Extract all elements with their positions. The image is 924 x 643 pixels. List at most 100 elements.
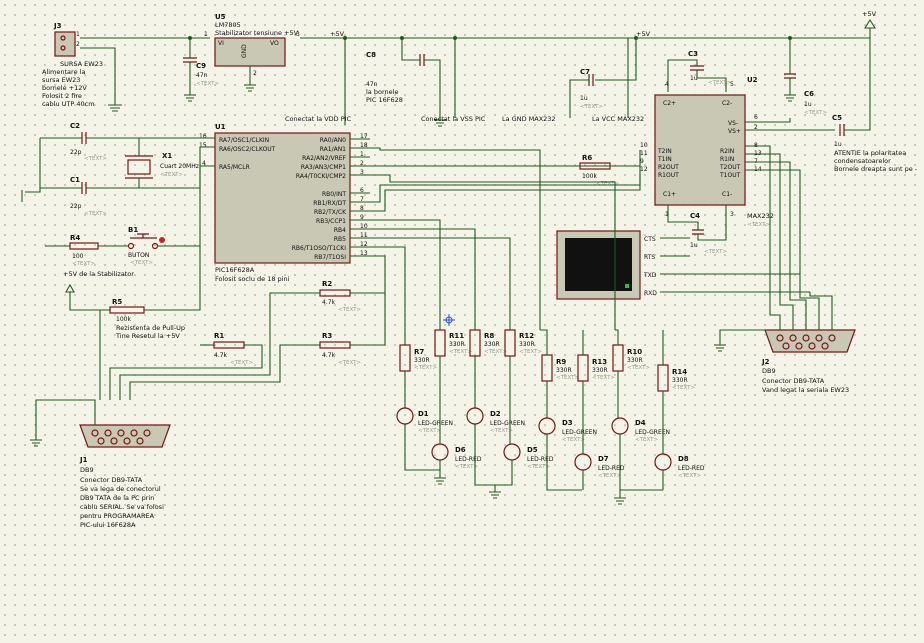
- j1-desc-5: PIC-ului 16F628A: [80, 521, 136, 529]
- u1-rnum-0: 17: [360, 133, 368, 140]
- r10-val: 330R: [627, 357, 643, 364]
- u1-rnum-12: 13: [360, 250, 368, 257]
- u1-part: PIC16F628A: [215, 266, 255, 274]
- c3-val: 1u: [690, 75, 698, 82]
- r6-text: <TEXT>: [596, 181, 619, 187]
- c5-note-1: condensatoarelor: [834, 157, 891, 165]
- u1-right-pins: RA0/AN0 RA1/AN1 RA2/AN2/VREF RA3/AN3/CMP…: [292, 133, 368, 261]
- r9-text: <TEXT>: [556, 375, 579, 381]
- crosshair-icon: [443, 314, 455, 326]
- r13-val: 330R: [592, 367, 608, 374]
- u2-max232[interactable]: U2 MAX232 <TEXT> C2+ C2- 4 5 C1+ C1- 1 3…: [640, 76, 835, 228]
- c2-val: 22p: [70, 149, 82, 156]
- u5-vi: VI: [218, 40, 224, 47]
- r3-text: <TEXT>: [338, 360, 361, 366]
- u1-rnum-9: 10: [360, 223, 368, 230]
- reset-circuit[interactable]: R4 100 <TEXT> B1 BUTON <TEXT> +5V de la …: [45, 165, 215, 340]
- u5-regulator[interactable]: U5 LM7805 Stabilizator tensiune +5V VI V…: [204, 13, 300, 92]
- u2-top-pin-label-0: C2+: [663, 100, 676, 107]
- u2-rpin-0: R2IN: [720, 148, 734, 155]
- u1-rnum-8: 9: [360, 214, 364, 221]
- led-bank[interactable]: R7 330R <TEXT> D1 LED-GREEN <TEXT> R11 3…: [396, 314, 705, 505]
- vcc-arrow-left-icon: [65, 283, 75, 293]
- virtual-terminal[interactable]: CTS RTS TXD RXD: [556, 230, 810, 300]
- u1-rpin-4: RA4/T0CKI/CMP2: [296, 173, 346, 180]
- r10-ref: R10: [627, 348, 642, 356]
- u1-lpin-1: RA6/OSC2/CLKOUT: [219, 146, 276, 153]
- b1-ref: B1: [128, 226, 138, 234]
- c5-note-2: Bornele dreapta sunt pe -: [834, 165, 918, 173]
- r11-text: <TEXT>: [449, 349, 472, 355]
- u2-lpin-num-0: 10: [640, 142, 648, 149]
- u1-rnum-10: 11: [360, 232, 368, 239]
- r8-ref: R8: [484, 332, 494, 340]
- c4-text: <TEXT>: [704, 249, 727, 255]
- u2-lpin-num-1: 11: [640, 150, 648, 157]
- u2-rpin-1: R1IN: [720, 156, 734, 163]
- r6-val: 100k: [582, 173, 597, 180]
- j3-connector[interactable]: J3 1 2 SURSA EW23 Alimentare la sursa EW…: [42, 22, 103, 108]
- r2-ref: R2: [322, 280, 332, 288]
- u1-rpin-11: RB6/T1OSO/T1CKI: [292, 245, 346, 252]
- j3-desc-3: bornele +12V: [42, 84, 87, 92]
- r2-text: <TEXT>: [338, 307, 361, 313]
- u1-rpin-6: RB1/RX/DT: [313, 200, 346, 207]
- u2-bot-pin-label-1: C1-: [722, 191, 732, 198]
- c3-ref: C3: [688, 50, 698, 58]
- d3-text: <TEXT>: [562, 437, 585, 443]
- r4-val: 100: [72, 253, 84, 260]
- u5-vo: VO: [270, 40, 279, 47]
- c6-capacitor[interactable]: C6 1u <TEXT>: [784, 60, 827, 116]
- c2-text: <TEXT>: [84, 156, 107, 162]
- r14-ref: R14: [672, 368, 687, 376]
- u1-rpin-2: RA2/AN2/VREF: [302, 155, 346, 162]
- c5-capacitor[interactable]: C5 1u ATENTIE la polaritatea condensatoa…: [832, 38, 918, 173]
- u1-rpin-1: RA1/AN1: [320, 146, 346, 153]
- c7-text: <TEXT>: [580, 104, 603, 110]
- vcc-label-1: +5V: [330, 30, 345, 38]
- u2-lpin-0: T2IN: [657, 148, 672, 155]
- u1-lpin-0: RA7/OSC1/CLKIN: [219, 137, 269, 144]
- j1-desc-1: Se va lega de conectorul: [80, 485, 161, 493]
- d2-text: <TEXT>: [490, 428, 513, 434]
- j2-db9[interactable]: J2 DB9 Conector DB9-TATA Vand legat la s…: [714, 145, 856, 394]
- x1-val: Cuart 20MHz: [160, 163, 199, 170]
- c4-ref: C4: [690, 212, 700, 220]
- u1-rpin-5: RB0/INT: [322, 191, 346, 198]
- u1-pic16f628a[interactable]: U1 PIC16F628A Folosit soclu de 18 pini R…: [199, 123, 641, 345]
- u5-pin3: 3: [296, 31, 300, 38]
- r7-text: <TEXT>: [414, 365, 437, 371]
- u2-bot-pin-label-0: C1+: [663, 191, 676, 198]
- u5-gnd: GND: [241, 44, 248, 58]
- vcc-label-3: +5V: [862, 10, 877, 18]
- c7-capacitor[interactable]: C7 1u <TEXT>: [569, 68, 603, 118]
- oscillator-group[interactable]: C2 22p <TEXT> C1 22p <TEXT> X1 Cuart 20M…: [21, 122, 215, 217]
- j3-desc-2: sursa EW23: [42, 76, 80, 84]
- r4-ref: R4: [70, 234, 80, 242]
- c1-text: <TEXT>: [84, 211, 107, 217]
- c2-ref: C2: [70, 122, 80, 130]
- u1-rnum-1: 18: [360, 142, 368, 149]
- u1-lpin-num-1: 15: [199, 142, 207, 149]
- d6-val: LED-RED: [455, 456, 482, 463]
- c4-capacitor[interactable]: C4 1u <TEXT>: [667, 205, 727, 255]
- c3-capacitor[interactable]: C3 1u <TEXT>: [667, 50, 731, 92]
- j2-ref: J2: [761, 358, 770, 366]
- d4-text: <TEXT>: [635, 437, 658, 443]
- j3-desc-0: SURSA EW23: [60, 60, 103, 68]
- c8-capacitor[interactable]: C8 47n la bornele PIC 16F628: [366, 51, 446, 127]
- c4-val: 1u: [690, 242, 698, 249]
- d1-val: LED-GREEN: [418, 420, 453, 427]
- r10-text: <TEXT>: [627, 365, 650, 371]
- button-actuator-icon[interactable]: [159, 237, 165, 243]
- d8-ref: D8: [678, 455, 689, 463]
- programming-resistors[interactable]: R1 4.7k <TEXT> R2 4.7k <TEXT> R3 4.7k <T…: [109, 280, 386, 400]
- u2-bot-pin-num-0: 1: [665, 211, 669, 218]
- c9-capacitor[interactable]: C9 47n <TEXT>: [183, 38, 219, 102]
- d4-ref: D4: [635, 419, 646, 427]
- j1-db9[interactable]: J1 DB9 Conector DB9-TATA Se va lega de c…: [30, 310, 171, 529]
- u1-lpin-num-0: 16: [199, 133, 207, 140]
- r12-ref: R12: [519, 332, 534, 340]
- u1-rnum-6: 7: [360, 196, 364, 203]
